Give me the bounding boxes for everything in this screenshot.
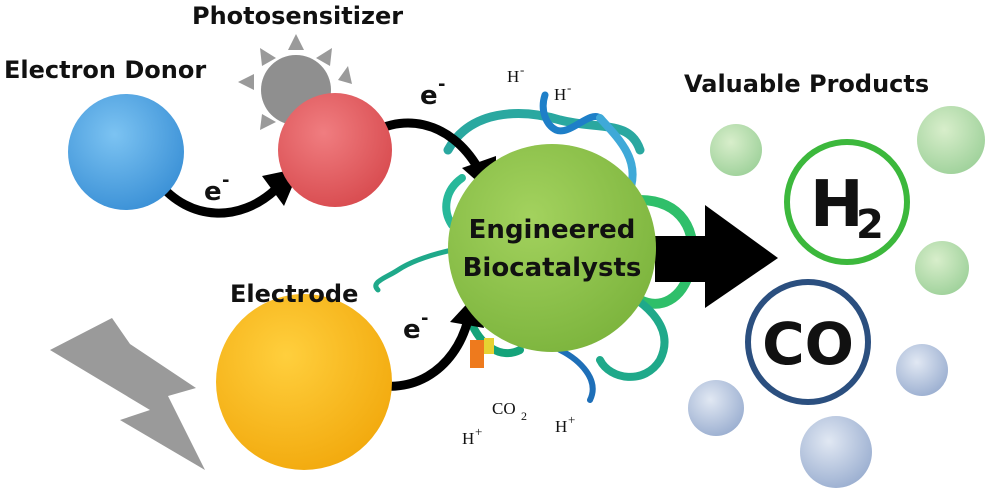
photosensitizer-circle (278, 93, 392, 207)
product-bubble-blue (688, 380, 744, 436)
h2-ring (784, 139, 910, 265)
svg-text:-: - (567, 80, 571, 95)
biocatalyst-circle (448, 144, 656, 352)
product-bubble-green (915, 241, 969, 295)
co2-label: CO 2 (492, 399, 527, 423)
hydride-label-1: H - (507, 62, 524, 86)
svg-text:CO: CO (492, 399, 516, 418)
svg-text:+: + (475, 424, 482, 439)
svg-text:H: H (462, 429, 474, 448)
product-bubble-green (917, 106, 985, 174)
svg-text:-: - (520, 62, 524, 77)
arrow-to-products (655, 205, 778, 308)
svg-text:H: H (554, 85, 566, 104)
electron-label-2: e - (420, 74, 445, 111)
product-bubble-blue (896, 344, 948, 396)
product-bubble-green (710, 124, 762, 176)
svg-text:e: e (204, 177, 222, 207)
arrow-donor-to-photosensitizer (154, 179, 279, 218)
svg-text:-: - (222, 170, 229, 191)
electron-donor-label: Electron Donor (4, 56, 206, 84)
product-bubble-blue (800, 416, 872, 488)
co-ring (745, 279, 871, 405)
svg-text:2: 2 (856, 202, 884, 248)
hydride-label-2: H - (554, 80, 571, 104)
electrode-circle (216, 294, 392, 470)
biocatalyst-label-line2: Biocatalysts (463, 253, 642, 283)
proton-label-1: H + (462, 424, 482, 448)
svg-text:H: H (555, 417, 567, 436)
svg-text:e: e (403, 315, 421, 345)
electron-label-1: e - (204, 170, 229, 207)
svg-text:+: + (568, 412, 575, 427)
svg-text:-: - (438, 74, 445, 95)
co-label: CO (762, 310, 854, 378)
electron-label-3: e - (403, 308, 428, 345)
svg-text:H: H (507, 67, 519, 86)
svg-text:2: 2 (521, 409, 527, 423)
svg-text:-: - (421, 308, 428, 329)
electron-donor-circle (68, 94, 184, 210)
proton-label-2: H + (555, 412, 575, 436)
electrode-label: Electrode (230, 280, 358, 308)
photosensitizer-label: Photosensitizer (192, 2, 403, 30)
svg-text:e: e (420, 81, 438, 111)
valuable-products-label: Valuable Products (684, 70, 929, 98)
protein-ribbon (373, 91, 698, 403)
h2-label: H 2 (810, 168, 884, 248)
biocatalyst-label-line1: Engineered (469, 215, 636, 245)
lightning-bolt-icon (50, 318, 205, 470)
svg-text:H: H (810, 168, 864, 242)
